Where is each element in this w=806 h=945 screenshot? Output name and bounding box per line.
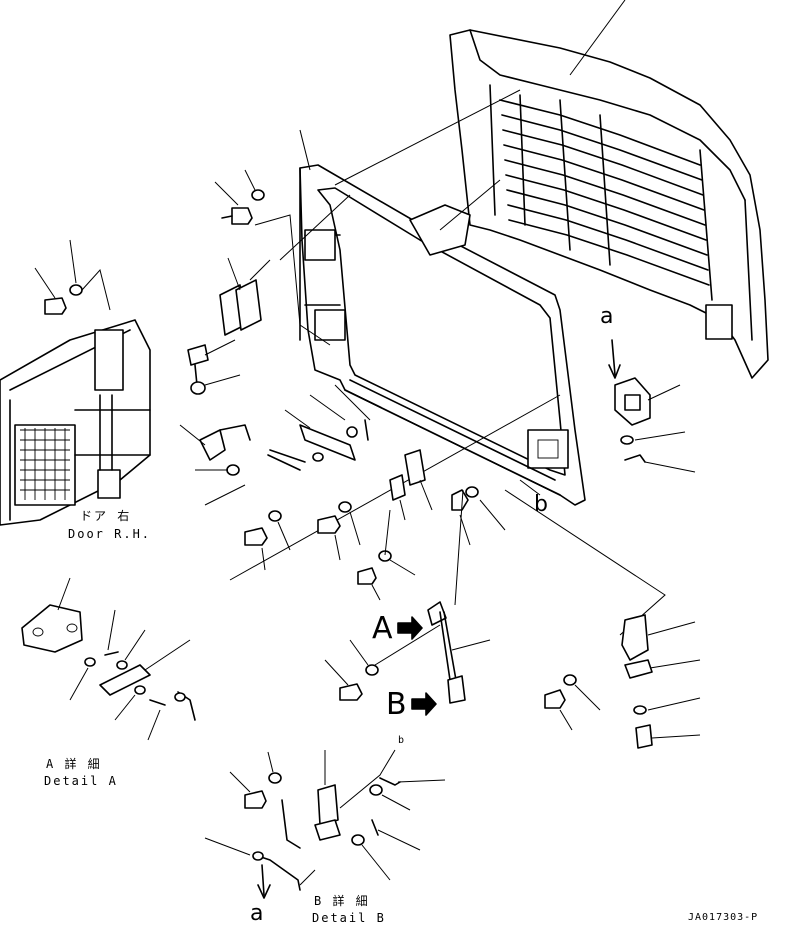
callout-B: B: [386, 687, 407, 722]
drawing-number: JA017303-P: [688, 912, 759, 923]
door-label-en: Door R.H.: [68, 527, 152, 541]
door-label-jp: ドア 右: [80, 509, 132, 523]
detail-a-label-jp: A 詳 細: [46, 757, 102, 771]
callout-a-bottom: a: [250, 901, 264, 926]
bolt-bottom-center: [324, 624, 441, 701]
center-small-parts: [179, 339, 371, 506]
right-bracket-a: [608, 339, 696, 473]
grille-cover: [449, 0, 769, 379]
detail-a-label-en: Detail A: [44, 774, 118, 788]
detail-b: [204, 749, 446, 899]
link-rod: [397, 489, 491, 716]
right-bracket-b: [544, 614, 701, 749]
latch-center: [384, 449, 666, 636]
detail-a: [21, 577, 196, 741]
detail-b-label-jp: B 詳 細: [314, 894, 370, 908]
callout-A: A: [372, 611, 393, 646]
bolt-group-left: [34, 239, 111, 315]
door-rh: [0, 319, 151, 526]
callout-b-small: b: [398, 735, 406, 746]
radiator-frame: [229, 129, 586, 581]
callout-b-mid: b: [534, 492, 548, 517]
plates: [219, 257, 271, 336]
grille-louvers: [499, 99, 710, 286]
bolts-center: [244, 501, 416, 601]
bolt-group-top: [214, 169, 331, 346]
callout-a-top: a: [600, 304, 614, 329]
detail-b-label-en: Detail B: [312, 911, 386, 925]
